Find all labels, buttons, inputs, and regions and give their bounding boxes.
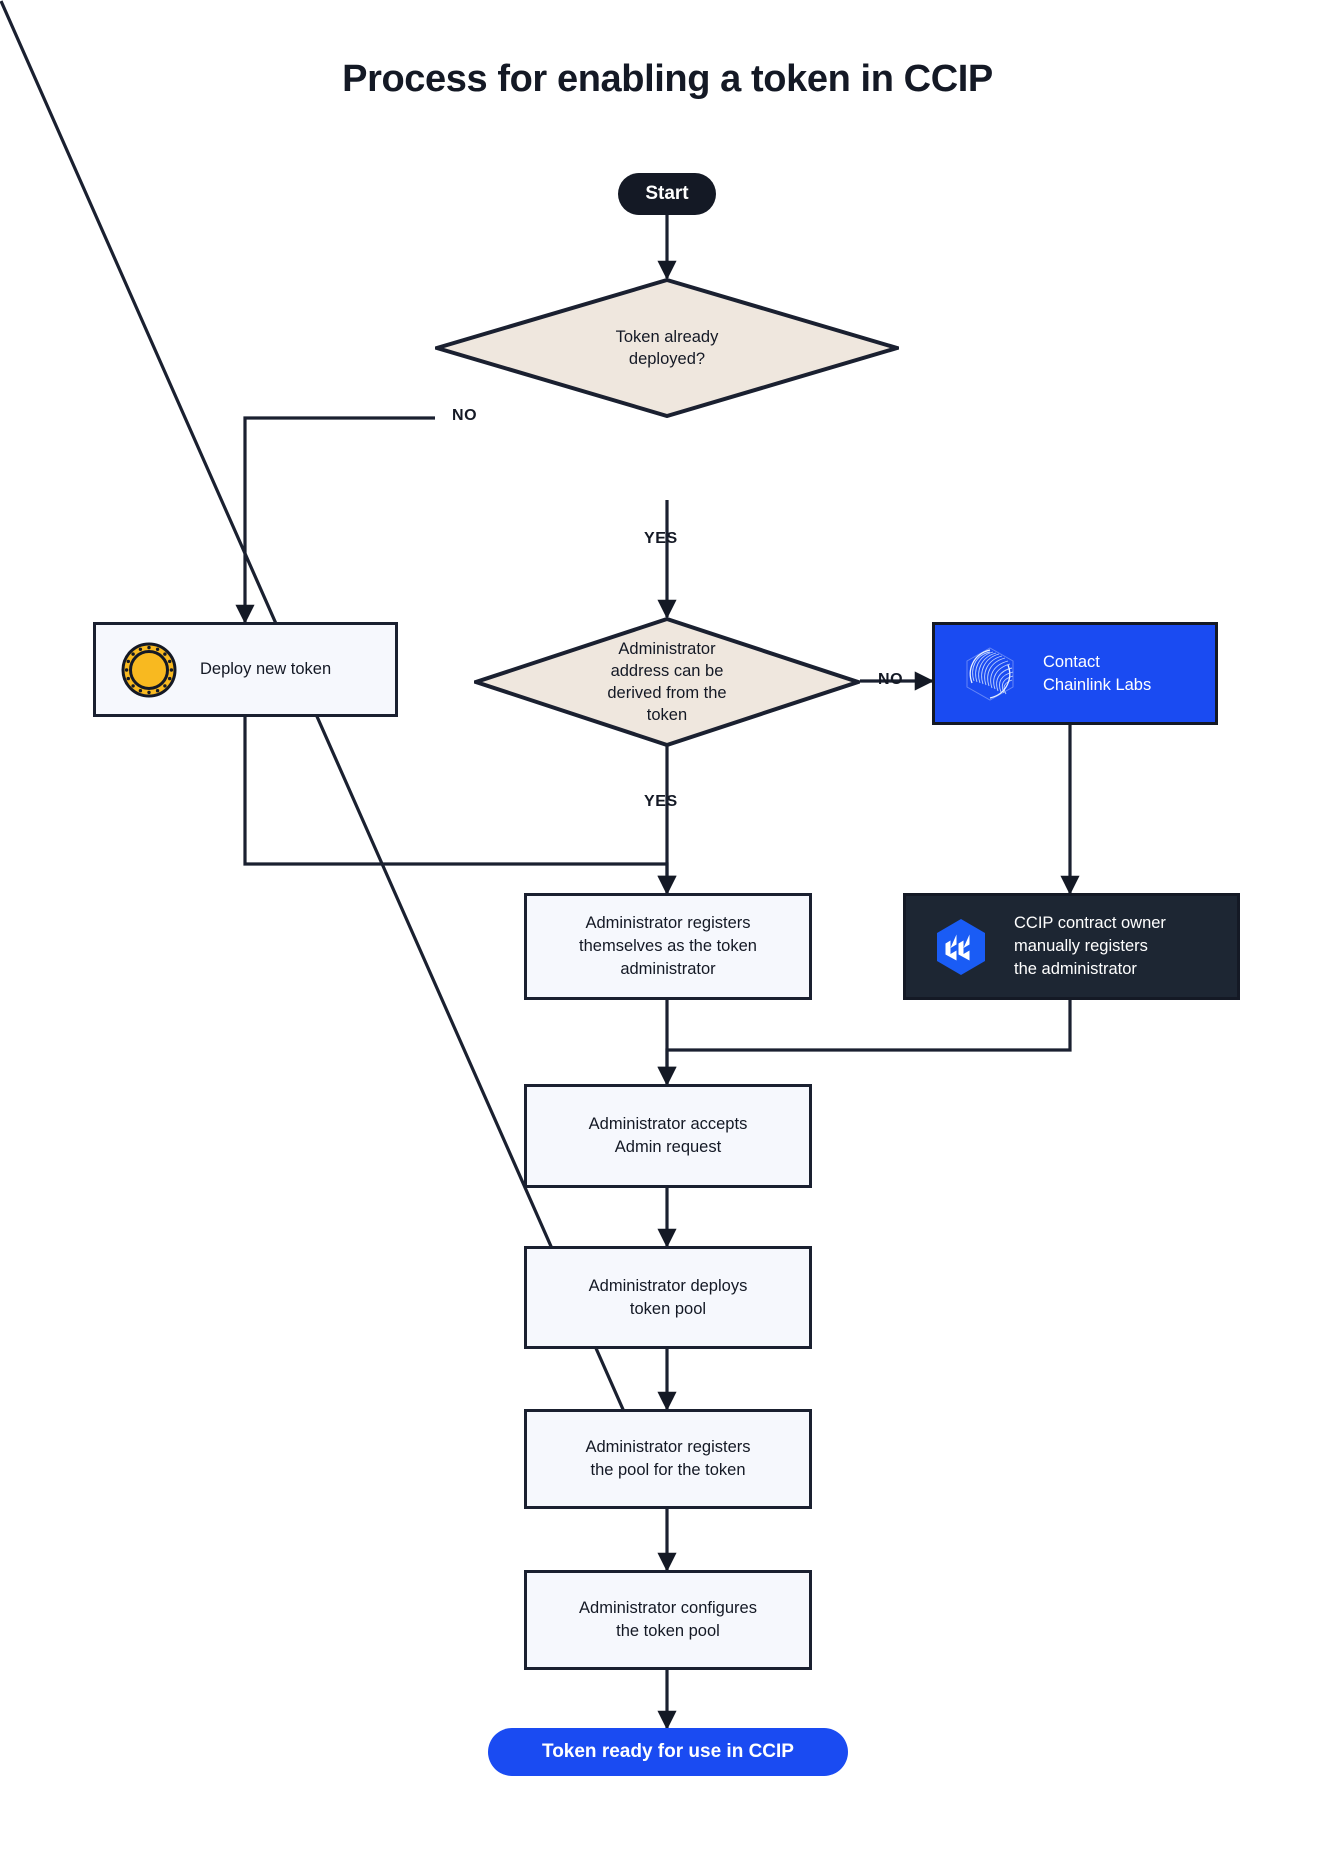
node-admin-deploys-token-pool-label: Administrator deploys token pool <box>589 1275 748 1321</box>
node-contact-chainlink-labs-label: Contact Chainlink Labs <box>1043 651 1151 697</box>
decision2-line-4: token <box>646 706 688 725</box>
node-ccip-owner-registers-label: CCIP contract owner manually registers t… <box>1014 912 1166 980</box>
ccip-owner-line-1: CCIP contract owner <box>1014 914 1166 933</box>
edge-label-derived-no: NO <box>878 671 904 688</box>
node-ccip-owner-registers[interactable]: CCIP contract owner manually registers t… <box>903 893 1240 1000</box>
deploys-line-2: token pool <box>629 1299 707 1318</box>
registers-pool-line-1: Administrator registers <box>585 1438 751 1457</box>
node-admin-configures-pool-label: Administrator configures the token pool <box>579 1597 757 1643</box>
contact-line-1: Contact <box>1043 652 1100 671</box>
node-deploy-new-token[interactable]: Deploy new token <box>93 622 398 717</box>
node-decision-token-deployed-label: Token already deployed? <box>600 326 735 370</box>
configures-line-1: Administrator configures <box>579 1599 757 1618</box>
accepts-line-2: Admin request <box>614 1138 722 1156</box>
configures-line-2: the token pool <box>616 1622 720 1640</box>
page-title: Process for enabling a token in CCIP <box>342 58 993 100</box>
edge-label-deployed-yes: YES <box>644 530 678 547</box>
edge-deploy-to-registers <box>243 716 677 895</box>
ccip-owner-line-3: the administrator <box>1014 959 1137 978</box>
edge-label-deployed-no: NO <box>452 407 478 424</box>
decision-line-1: Token already <box>615 327 719 346</box>
contact-line-2: Chainlink Labs <box>1043 675 1152 694</box>
node-decision-admin-derived-label: Administrator address can be derived fro… <box>591 638 742 726</box>
decision2-line-3: derived from the <box>607 684 727 702</box>
decision2-line-2: address can be <box>610 661 724 680</box>
decision-line-2: deployed? <box>628 350 706 368</box>
registers-line-3: administrator <box>620 959 716 978</box>
node-admin-accepts-request-label: Administrator accepts Admin request <box>589 1113 748 1159</box>
accepts-line-1: Administrator accepts <box>588 1115 748 1134</box>
edge-ccip-owner-to-accepts <box>657 1000 1072 1086</box>
node-start-label: Start <box>645 183 689 204</box>
deploys-line-1: Administrator deploys <box>588 1276 748 1295</box>
ccip-logo-icon <box>937 918 985 975</box>
node-admin-accepts-request[interactable]: Administrator accepts Admin request <box>524 1084 812 1188</box>
node-decision-admin-derived[interactable]: Administrator address can be derived fro… <box>474 617 860 747</box>
node-admin-registers-pool-label: Administrator registers the pool for the… <box>585 1436 750 1482</box>
chainlink-logo-icon <box>966 646 1014 701</box>
node-deploy-new-token-label: Deploy new token <box>200 660 332 679</box>
diamond-shape <box>474 617 860 747</box>
node-decision-token-deployed[interactable]: Token already deployed? <box>435 278 899 418</box>
node-admin-configures-pool[interactable]: Administrator configures the token pool <box>524 1570 812 1670</box>
node-end-token-ready-label: Token ready for use in CCIP <box>542 1741 794 1762</box>
node-admin-deploys-token-pool[interactable]: Administrator deploys token pool <box>524 1246 812 1349</box>
registers-line-2: themselves as the token <box>579 937 757 956</box>
edge-label-derived-yes: YES <box>644 793 678 810</box>
node-admin-registers-self[interactable]: Administrator registers themselves as th… <box>524 893 812 1000</box>
decision2-line-1: Administrator <box>618 639 716 658</box>
coin-icon <box>121 642 177 697</box>
node-start[interactable]: Start <box>618 173 716 215</box>
registers-pool-line-2: the pool for the token <box>590 1461 746 1479</box>
node-admin-registers-self-label: Administrator registers themselves as th… <box>579 912 757 980</box>
node-contact-chainlink-labs[interactable]: Contact Chainlink Labs <box>932 622 1218 725</box>
diamond-shape <box>435 278 899 418</box>
node-end-token-ready[interactable]: Token ready for use in CCIP <box>488 1728 848 1776</box>
registers-line-1: Administrator registers <box>585 914 751 933</box>
edge-deployed-no-to-deploy <box>235 416 435 624</box>
ccip-owner-line-2: manually registers <box>1014 937 1148 956</box>
node-admin-registers-pool[interactable]: Administrator registers the pool for the… <box>524 1409 812 1509</box>
